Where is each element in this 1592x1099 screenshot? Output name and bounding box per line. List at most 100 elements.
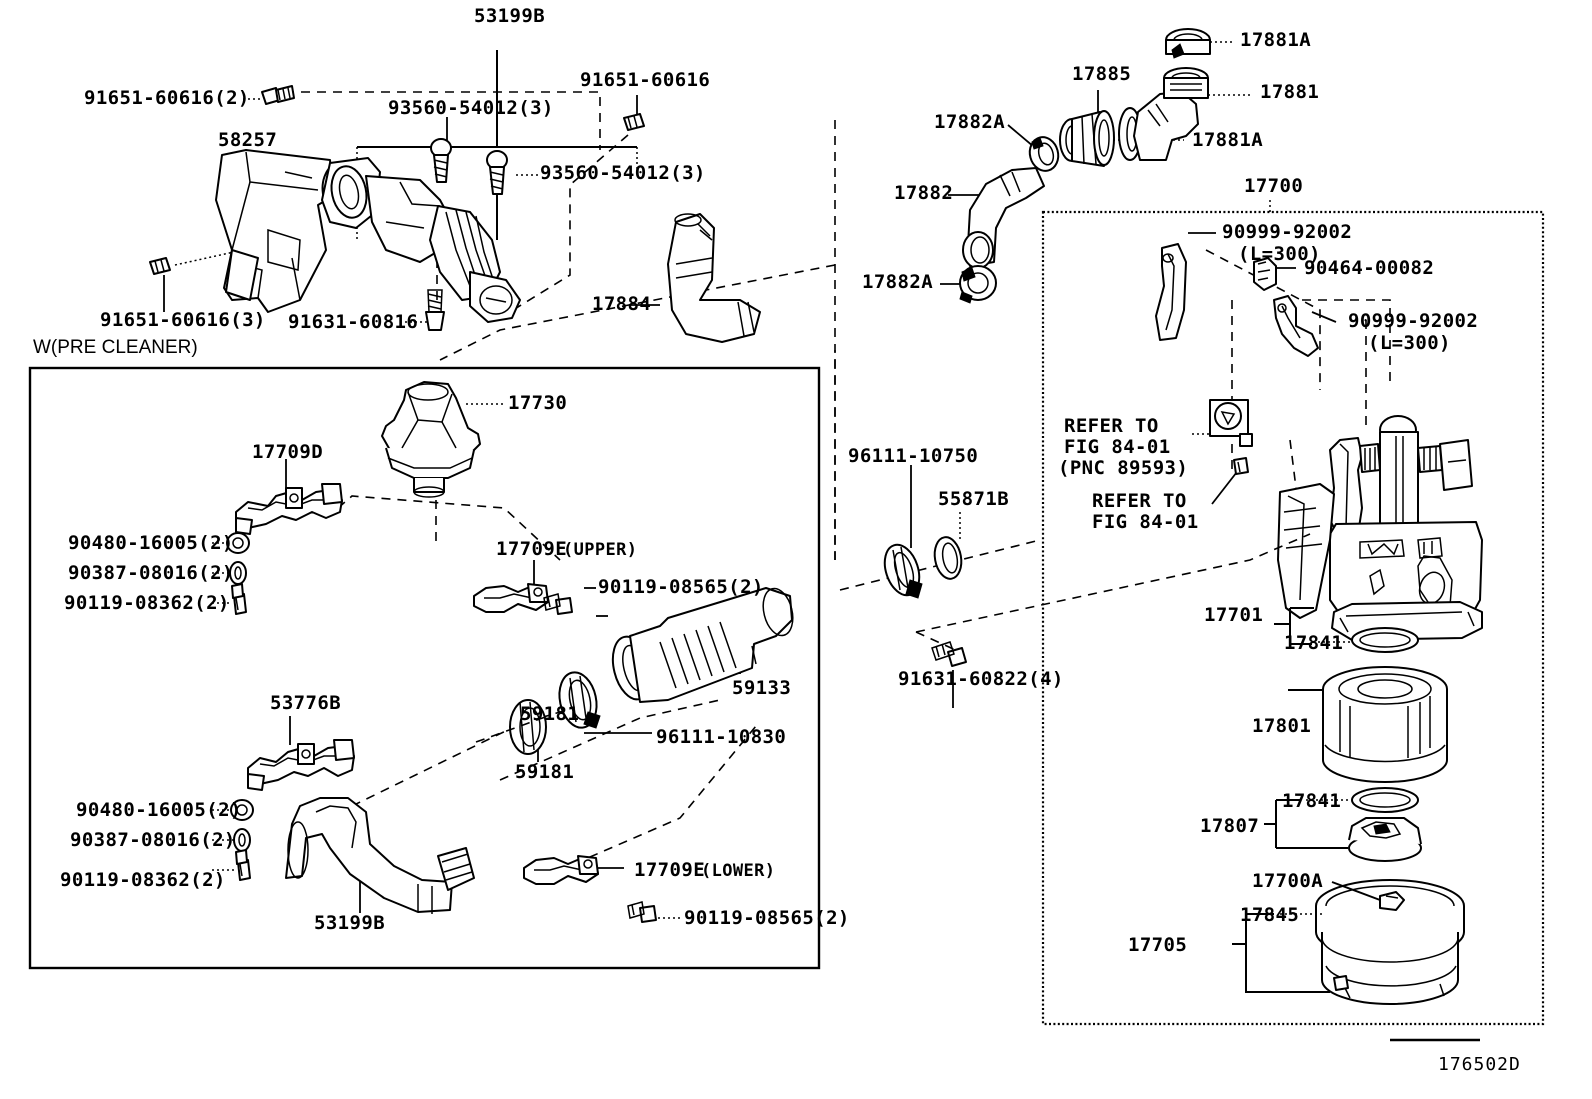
label-90480-16005-upper: 90480-16005(2) <box>68 532 234 554</box>
part-55871b-ring <box>933 536 963 580</box>
label-17841-upper: 17841 <box>1284 632 1344 654</box>
label-17801: 17801 <box>1252 715 1312 737</box>
label-17709d: 17709D <box>252 441 324 463</box>
label-17709e-upper-suffix: (UPPER) <box>563 540 638 560</box>
label-17709e-lower: 17709E <box>634 859 706 881</box>
part-17801-element <box>1322 666 1448 783</box>
label-17705: 17705 <box>1128 934 1188 956</box>
label-55871b: 55871B <box>938 488 1010 510</box>
label-90464-00082: 90464-00082 <box>1304 257 1435 279</box>
part-17709d-bracket <box>235 483 343 535</box>
label-17700a: 17700A <box>1252 870 1324 892</box>
label-91631-60822: 91631-60822(4) <box>898 668 1064 690</box>
part-59133-hose <box>611 587 794 703</box>
label-91651-60616-3: 91651-60616(3) <box>100 309 266 331</box>
air-cleaner-assy-box <box>1041 210 1545 1026</box>
part-17705-case <box>1315 879 1465 1005</box>
part-17709e-clamp-lower <box>523 855 599 885</box>
part-17881-pipe <box>1133 67 1209 161</box>
label-17881: 17881 <box>1260 81 1320 103</box>
label-17700: 17700 <box>1244 175 1304 197</box>
label-91651-60616-right: 91651-60616 <box>580 69 711 91</box>
label-17807: 17807 <box>1200 815 1260 837</box>
label-90119-08565-upper: 90119-08565(2) <box>598 576 764 598</box>
part-90464-00082-clip <box>1253 257 1277 291</box>
part-90119-08362-bolt-lower <box>235 849 251 881</box>
label-96111-10830: 96111-10830 <box>656 726 787 748</box>
label-17709e-upper: 17709E <box>496 538 568 560</box>
part-90480-16005-nut-upper <box>226 532 250 554</box>
label-91651-60616-2: 91651-60616(2) <box>84 87 250 109</box>
label-17701: 17701 <box>1204 604 1264 626</box>
part-17884-hose <box>667 213 761 343</box>
label-90999-92002-lower: 90999-92002 <box>1348 310 1479 332</box>
part-17841-gasket-upper <box>1351 627 1419 653</box>
part-screw-93560-a <box>430 138 452 183</box>
part-17807-plate <box>1348 817 1422 862</box>
label-17881a-top: 17881A <box>1240 29 1312 51</box>
part-59181-ring-right <box>509 699 547 755</box>
part-53199b-lower-hose <box>285 797 453 914</box>
part-17881a-clamp-top <box>1165 28 1211 59</box>
label-refer-fig8401-line2: FIG 84-01 <box>1092 511 1199 533</box>
label-90119-08362-lower: 90119-08362(2) <box>60 869 226 891</box>
part-screw-91631-a <box>425 289 445 331</box>
label-59181-right: 59181 <box>515 761 575 783</box>
part-17882a-clamp-lower <box>959 265 997 304</box>
part-90119-08362-bolt-upper <box>231 583 247 615</box>
label-17882a-lower: 17882A <box>862 271 934 293</box>
part-screw-91651-c <box>149 257 171 275</box>
part-90119-08565-bolt-lower <box>627 901 657 923</box>
part-17701-air-cleaner-cap <box>1277 415 1483 641</box>
label-17882: 17882 <box>894 182 954 204</box>
part-17730-pre-cleaner-cap <box>381 381 481 498</box>
label-90119-08565-lower: 90119-08565(2) <box>684 907 850 929</box>
label-90999-92002-lower-length: (L=300) <box>1368 332 1451 354</box>
part-17709e-clamp-upper <box>473 583 549 613</box>
label-17881a-lower: 17881A <box>1192 129 1264 151</box>
part-96111-10750-clamp <box>883 543 923 599</box>
label-17885: 17885 <box>1072 63 1132 85</box>
part-90999-92002-band-lower <box>1273 295 1319 357</box>
label-90387-08016-lower: 90387-08016(2) <box>70 829 236 851</box>
part-90480-16005-nut-lower <box>230 799 254 821</box>
label-90119-08362-upper: 90119-08362(2) <box>64 592 230 614</box>
label-17845: 17845 <box>1240 904 1300 926</box>
part-pnc-89593-sensor <box>1209 399 1253 447</box>
part-58257-inlet-duct <box>215 149 334 313</box>
part-refer-bolt <box>1233 457 1249 475</box>
label-90387-08016-upper: 90387-08016(2) <box>68 562 234 584</box>
part-screw-93560-b <box>486 150 508 195</box>
label-pre-cleaner-caption: W(PRE CLEANER) <box>33 337 198 358</box>
label-58257: 58257 <box>218 129 278 151</box>
label-53199b-lower: 53199B <box>314 912 386 934</box>
part-screw-91651-b <box>623 113 645 131</box>
label-17709e-lower-suffix: (LOWER) <box>701 861 776 881</box>
part-90999-92002-band-upper <box>1155 243 1187 341</box>
label-90999-92002-upper: 90999-92002 <box>1222 221 1353 243</box>
label-90480-16005-lower: 90480-16005(2) <box>76 799 242 821</box>
part-90387-08016-washer-lower <box>233 828 251 852</box>
part-53776b-bracket <box>247 739 355 791</box>
label-53199b-top: 53199B <box>474 5 546 27</box>
label-93560-54012-right: 93560-54012(3) <box>540 162 706 184</box>
label-59133: 59133 <box>732 677 792 699</box>
part-screw-91651-a <box>261 85 295 105</box>
label-refer-fig8401-pnc-line2: FIG 84-01 <box>1064 436 1171 458</box>
part-17841-gasket-lower <box>1351 787 1419 813</box>
label-17730: 17730 <box>508 392 568 414</box>
part-91631-60822-bolt <box>931 641 967 667</box>
label-refer-fig8401-pnc-line3: (PNC 89593) <box>1058 457 1189 479</box>
pre-cleaner-box <box>28 366 821 970</box>
label-53776b: 53776B <box>270 692 342 714</box>
label-90999-92002-upper-length: (L=300) <box>1238 243 1321 265</box>
label-59181-left: 59181 <box>520 703 580 725</box>
part-17885-bellows <box>1059 110 1115 167</box>
label-17884: 17884 <box>592 293 652 315</box>
part-17882a-clamp-upper <box>1028 136 1060 172</box>
label-91631-60816: 91631-60816 <box>288 311 419 333</box>
part-53199b-upper-duct <box>321 157 521 323</box>
part-59181-ring-left-on-hose <box>437 847 475 891</box>
